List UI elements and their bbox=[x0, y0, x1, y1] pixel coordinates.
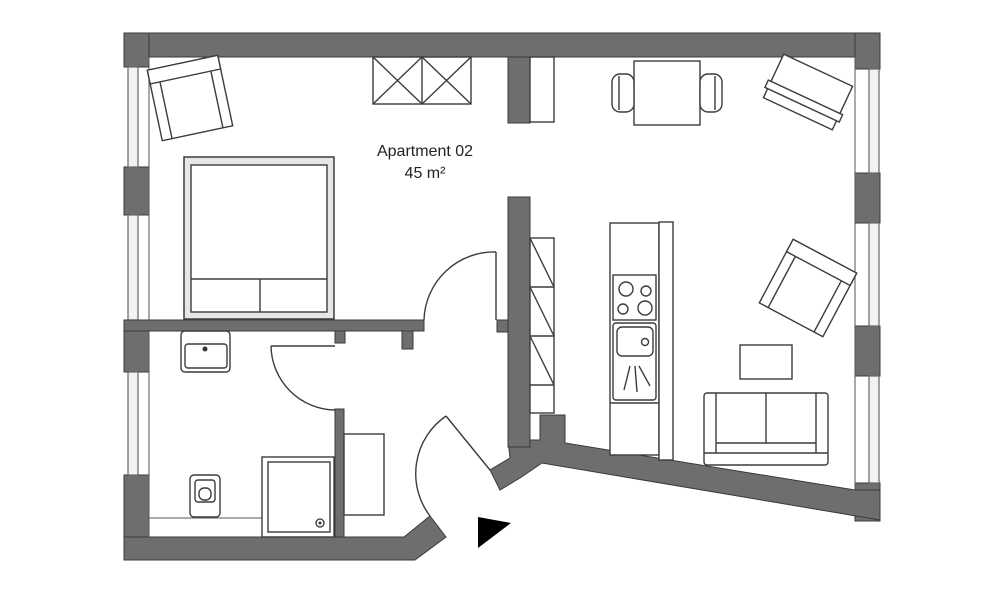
window-left-3 bbox=[127, 371, 139, 476]
armchair-icon bbox=[146, 54, 234, 142]
apartment-label: Apartment 02 45 m² bbox=[340, 141, 510, 185]
apartment-area: 45 m² bbox=[404, 165, 446, 182]
hallway-furniture bbox=[343, 56, 555, 516]
living-furniture bbox=[609, 53, 858, 466]
shower-icon bbox=[261, 456, 335, 538]
armchair-icon bbox=[762, 53, 854, 131]
washbasin-icon bbox=[180, 330, 231, 373]
window-right-1 bbox=[868, 68, 880, 174]
window-right-3 bbox=[868, 375, 880, 484]
wardrobe-icon bbox=[372, 56, 472, 105]
coat-rack-icon bbox=[529, 56, 555, 123]
double-bed-icon bbox=[183, 156, 335, 320]
entry-arrow-icon bbox=[478, 517, 511, 548]
coffee-table-icon bbox=[739, 344, 793, 380]
cabinet-icon bbox=[343, 433, 385, 516]
dining-table-icon bbox=[611, 60, 723, 126]
apartment-title: Apartment 02 bbox=[376, 143, 474, 160]
bathroom-furniture bbox=[149, 330, 335, 538]
window-right-2 bbox=[868, 222, 880, 327]
toilet-icon bbox=[189, 474, 221, 518]
doors bbox=[270, 251, 497, 517]
kitchenette-icon bbox=[609, 221, 674, 461]
shelving-icon bbox=[529, 237, 555, 414]
interior-walls bbox=[123, 56, 531, 538]
window-left-2 bbox=[127, 214, 139, 321]
sofa-icon bbox=[703, 392, 829, 466]
armchair-icon bbox=[758, 238, 858, 338]
window-left-1 bbox=[127, 66, 139, 168]
bedroom-furniture bbox=[146, 54, 472, 320]
windows bbox=[127, 57, 880, 537]
outer-walls bbox=[123, 32, 881, 561]
